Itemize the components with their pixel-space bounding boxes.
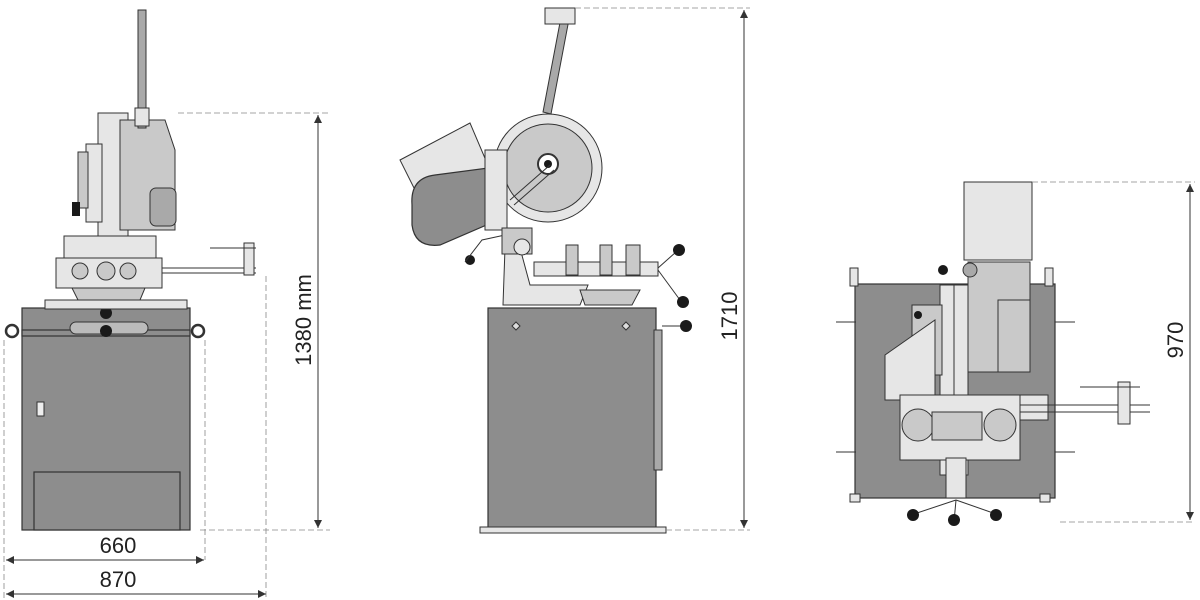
front-vise-base: [71, 287, 146, 301]
front-width-inner-label: 660: [100, 533, 137, 558]
top-motor-box: [963, 181, 1033, 261]
front-stop-rod: [243, 242, 255, 276]
front-lifting-eye-left: [4, 323, 20, 339]
front-handle: [137, 9, 147, 129]
front-width-outer-label: 870: [100, 567, 137, 592]
top-depth-label: 970: [1163, 322, 1188, 359]
front-top-plate: [44, 299, 188, 310]
side-cabinet: [487, 307, 657, 531]
side-handle: [542, 11, 571, 115]
front-door-handle: [36, 401, 45, 417]
front-height-label: 1380 mm: [291, 274, 316, 366]
front-view: 1380 mm 660 870: [3, 9, 330, 598]
side-view: 1710: [399, 7, 750, 534]
front-cabinet-drawer: [33, 471, 181, 531]
front-knob-bottom: [100, 325, 112, 337]
top-view: 970: [836, 181, 1195, 526]
front-lifting-eye-right: [190, 323, 206, 339]
side-height-label: 1710: [717, 292, 742, 341]
front-head-mount: [63, 235, 157, 259]
front-knob-top: [100, 307, 112, 319]
